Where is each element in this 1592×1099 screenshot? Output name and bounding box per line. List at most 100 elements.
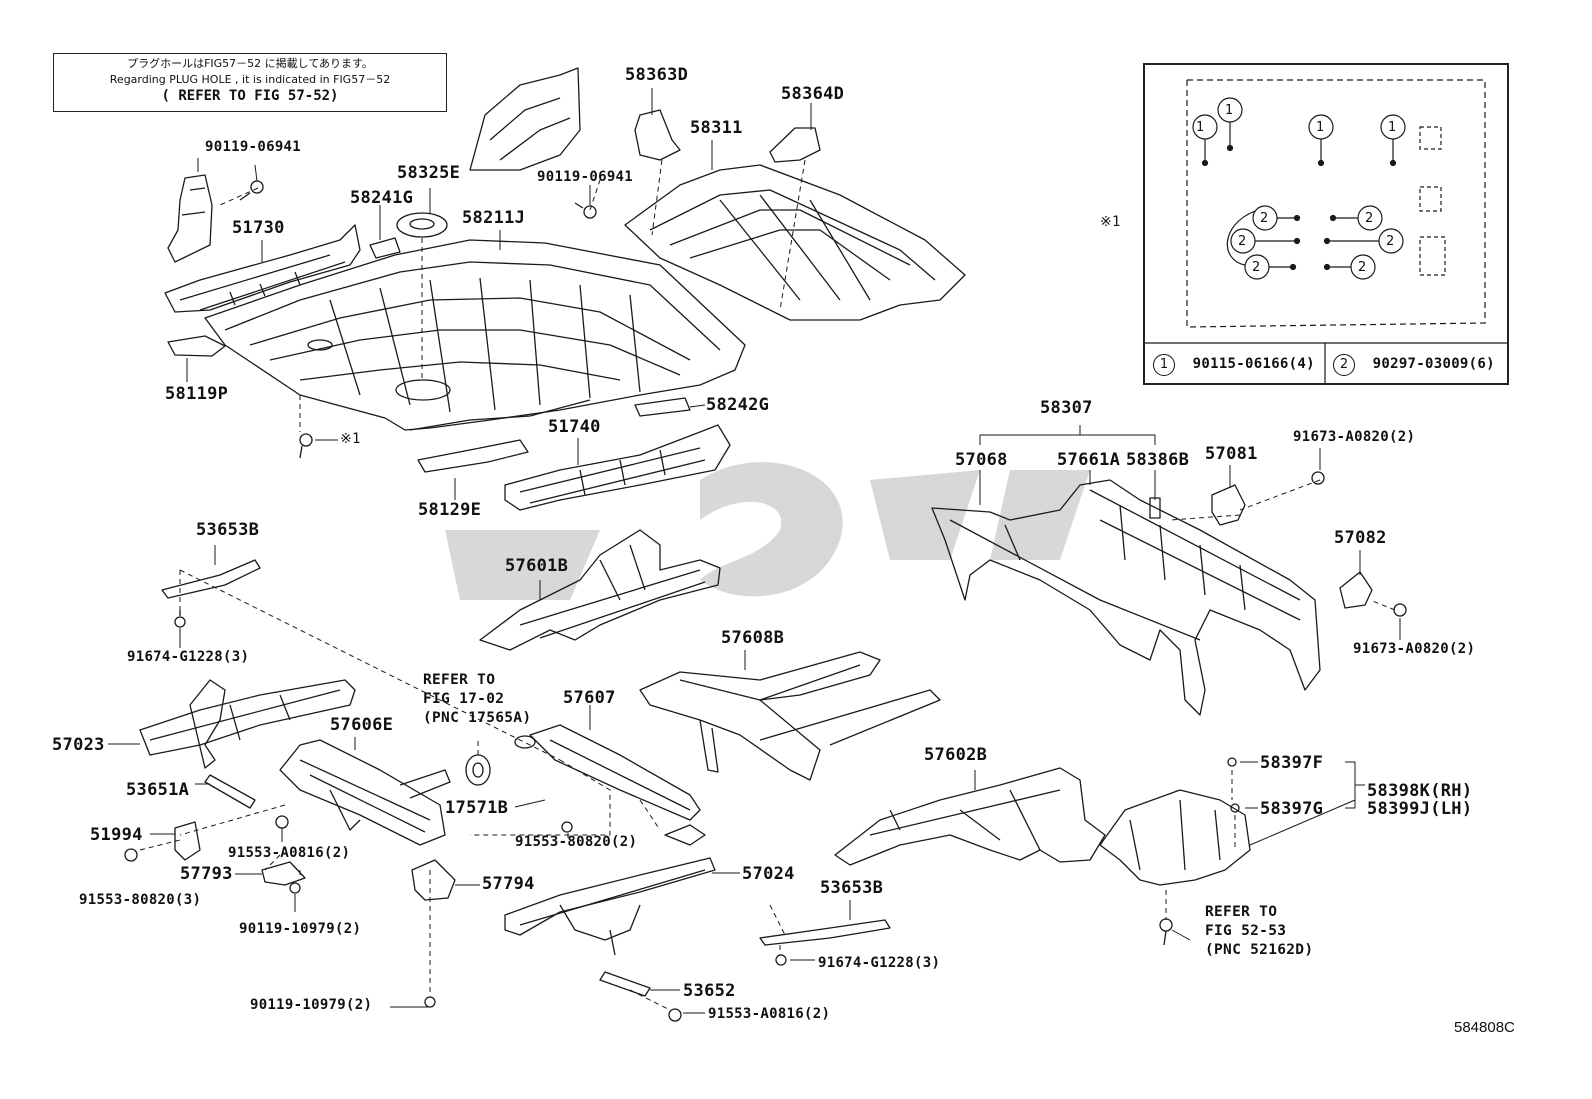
label-57608B: 57608B xyxy=(721,628,785,648)
label-57024: 57024 xyxy=(742,864,795,884)
refer-fig-52-53: REFER TO FIG 52-53 (PNC 52162D) xyxy=(1205,903,1313,960)
label-x1: ※1 xyxy=(340,431,361,447)
label-58399J: 58399J(LH) xyxy=(1367,799,1473,819)
reinforcement-58129E xyxy=(417,439,529,473)
pillar-bracket xyxy=(167,174,213,263)
bracket-57081 xyxy=(1211,484,1246,526)
bracket-53651A xyxy=(204,774,256,809)
bar-53653B-bottom xyxy=(759,919,891,946)
rail-57607 xyxy=(514,724,706,846)
crossmember-57601B xyxy=(479,529,721,651)
ref17-line1: REFER TO xyxy=(423,672,496,688)
label-57081: 57081 xyxy=(1205,444,1258,464)
label-17571B: 17571B xyxy=(445,798,509,818)
label-57602B: 57602B xyxy=(924,745,988,765)
bracket-57082 xyxy=(1339,571,1373,609)
label-51740: 51740 xyxy=(548,417,601,437)
bracket-58241G xyxy=(369,237,401,259)
legend-part-2: 90297-03009(6) xyxy=(1372,356,1495,372)
inset-callout-2b: 2 xyxy=(1365,211,1374,226)
label-57023: 57023 xyxy=(52,735,105,755)
bracket-58398K xyxy=(1099,789,1251,886)
label-90119-06941-a: 90119-06941 xyxy=(205,139,302,155)
label-58241G: 58241G xyxy=(350,188,414,208)
label-90119-10979-a: 90119-10979(2) xyxy=(239,921,362,937)
bracket-57793 xyxy=(261,861,306,886)
stopper-17571B xyxy=(465,754,491,786)
rear-floor-pan-58311 xyxy=(624,164,966,321)
inset-legend-2: 2 90297-03009(6) xyxy=(1333,353,1495,376)
watermark-logo xyxy=(445,462,1090,600)
front-floor-pan xyxy=(204,239,746,431)
label-58242G: 58242G xyxy=(706,395,770,415)
label-51730: 51730 xyxy=(232,218,285,238)
crossmember-57024 xyxy=(504,857,716,956)
label-58397F: 58397F xyxy=(1260,753,1324,773)
inset-callout-2d: 2 xyxy=(1386,234,1395,249)
sill-rail-51740 xyxy=(504,424,731,511)
label-53651A: 53651A xyxy=(126,780,190,800)
label-58307: 58307 xyxy=(1040,398,1093,418)
label-53653B-b: 53653B xyxy=(820,878,884,898)
legend-number-2: 2 xyxy=(1333,354,1355,376)
label-58398K: 58398K(RH) xyxy=(1367,781,1473,801)
inset-callout-2a: 2 xyxy=(1260,211,1269,226)
ref17-line2: FIG 17-02 xyxy=(423,691,505,707)
inset-callout-1a: 1 xyxy=(1196,120,1205,135)
legend-part-1: 90115-06166(4) xyxy=(1192,356,1315,372)
label-91553-A0816-a: 91553-A0816(2) xyxy=(228,845,351,861)
label-91553-A0816-b: 91553-A0816(2) xyxy=(708,1006,831,1022)
rail-57606E xyxy=(279,739,451,846)
inset-legend-1: 1 90115-06166(4) xyxy=(1153,353,1315,376)
rear-panel-58307 xyxy=(931,479,1321,716)
label-57068: 57068 xyxy=(955,450,1008,470)
label-57606E: 57606E xyxy=(330,715,394,735)
ref52-line3: (PNC 52162D) xyxy=(1205,942,1314,958)
inset-marker: ※1 xyxy=(1100,214,1121,230)
inset-callout-1c: 1 xyxy=(1316,120,1325,135)
inset-callout-1d: 1 xyxy=(1388,120,1397,135)
bar-53653B-top xyxy=(161,559,261,599)
label-58311: 58311 xyxy=(690,118,743,138)
label-57601B: 57601B xyxy=(505,556,569,576)
legend-number-1: 1 xyxy=(1153,354,1175,376)
ref52-line1: REFER TO xyxy=(1205,904,1278,920)
sill-rail-51730 xyxy=(164,224,361,313)
label-91674-G1228-a: 91674-G1228(3) xyxy=(127,649,250,665)
label-57082: 57082 xyxy=(1334,528,1387,548)
inset-callout-1b: 1 xyxy=(1225,103,1234,118)
label-91673-A0820-a: 91673-A0820(2) xyxy=(1293,429,1416,445)
reinforcement-58119P xyxy=(167,335,226,357)
label-58119P: 58119P xyxy=(165,384,229,404)
label-91673-A0820-b: 91673-A0820(2) xyxy=(1353,641,1476,657)
inset-callout-2e: 2 xyxy=(1252,260,1261,275)
plug-58325E xyxy=(396,212,448,238)
label-90119-06941-b: 90119-06941 xyxy=(537,169,634,185)
label-58211J: 58211J xyxy=(462,208,526,228)
inset-callout-2c: 2 xyxy=(1238,234,1247,249)
label-57607: 57607 xyxy=(563,688,616,708)
wheelhouse-panel xyxy=(469,67,581,171)
label-57793: 57793 xyxy=(180,864,233,884)
bracket-58363D xyxy=(634,109,681,161)
label-51994: 51994 xyxy=(90,825,143,845)
bracket-51994 xyxy=(174,821,201,861)
crossmember-57608B xyxy=(639,651,941,781)
ref17-line3: (PNC 17565A) xyxy=(423,710,532,726)
note-line-en: Regarding PLUG HOLE , it is indicated in… xyxy=(109,73,391,86)
note-line-refer: ( REFER TO FIG 57-52) xyxy=(161,88,339,104)
label-90119-10979-b: 90119-10979(2) xyxy=(250,997,373,1013)
rail-57023 xyxy=(139,679,356,769)
label-91553-80820-b: 91553-80820(3) xyxy=(79,892,202,908)
figure-id: 584808C xyxy=(1454,1019,1515,1036)
bracket-58386B xyxy=(1149,497,1161,519)
label-91553-80820-a: 91553-80820(2) xyxy=(515,834,638,850)
label-58325E: 58325E xyxy=(397,163,461,183)
label-58364D: 58364D xyxy=(781,84,845,104)
inset-callout-2f: 2 xyxy=(1358,260,1367,275)
bracket-57794 xyxy=(411,859,456,901)
label-57661A: 57661A xyxy=(1057,450,1121,470)
label-91674-G1228-b: 91674-G1228(3) xyxy=(818,955,941,971)
